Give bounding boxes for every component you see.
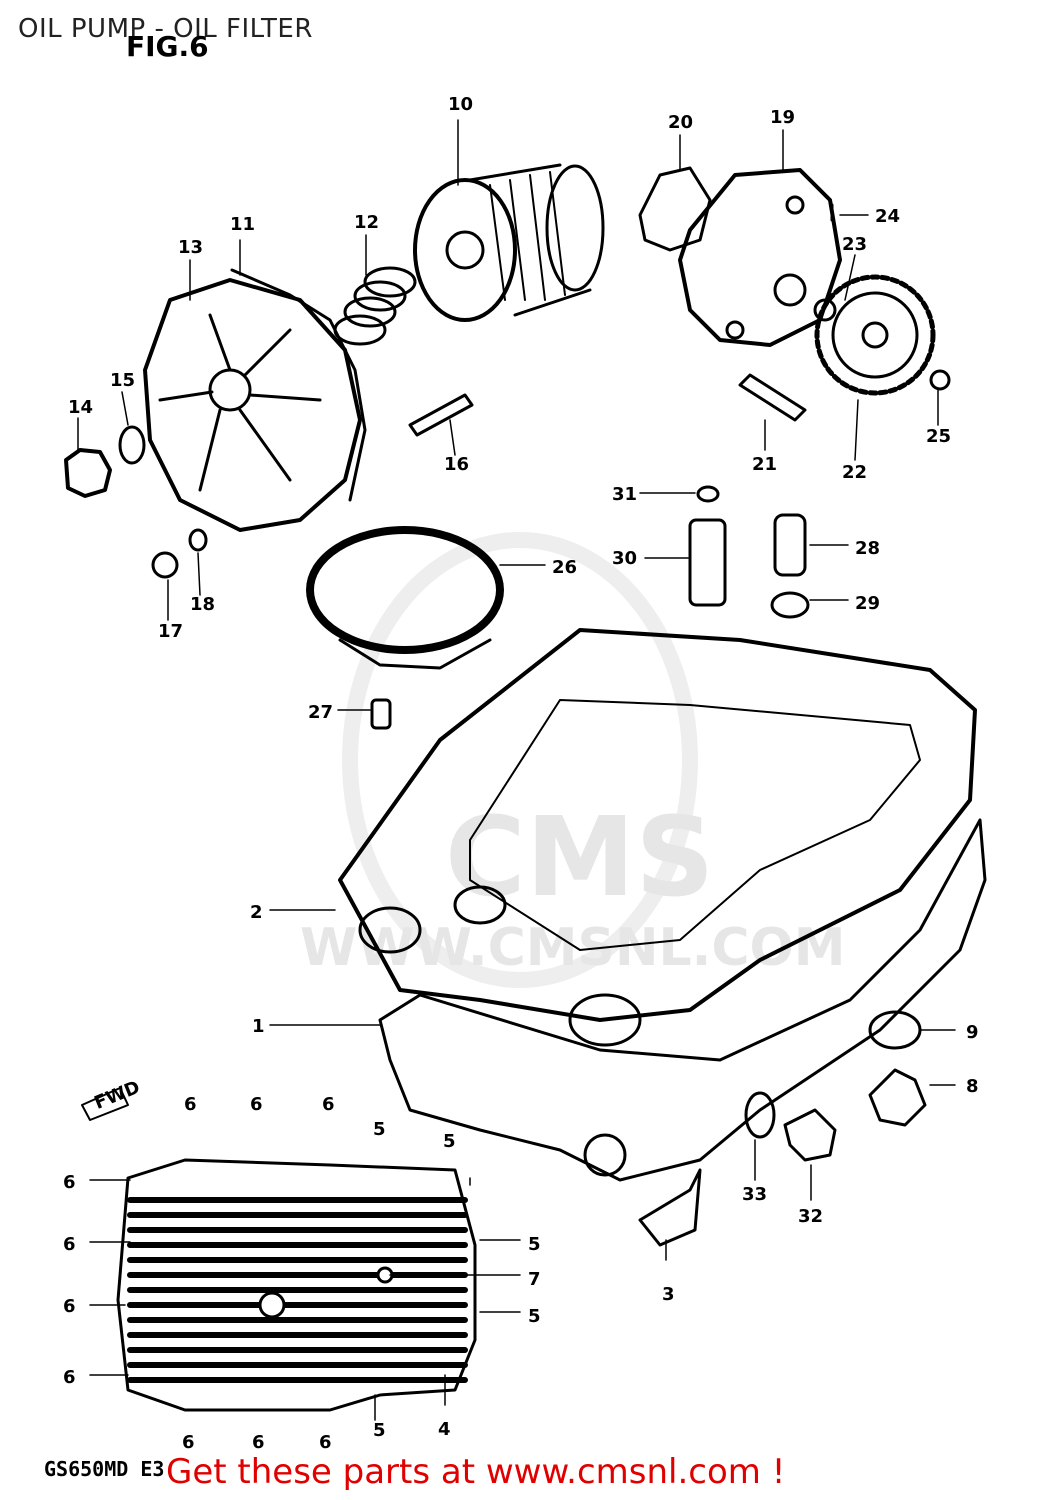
callout-6c: 6 (322, 1094, 335, 1115)
page-title: OIL PUMP - OIL FILTER (18, 14, 313, 44)
callout-1: 1 (252, 1016, 265, 1037)
callout-5e: 5 (373, 1420, 386, 1441)
o-ring-23 (813, 298, 837, 322)
callout-12: 12 (354, 212, 379, 233)
callout-7: 7 (528, 1269, 541, 1290)
callout-20: 20 (668, 112, 693, 133)
fwd-arrow-icon (81, 1087, 129, 1121)
callout-6f: 6 (63, 1296, 76, 1317)
callout-9: 9 (966, 1022, 979, 1043)
callout-6h: 6 (182, 1432, 195, 1453)
model-code: GS650MD E3 (44, 1457, 165, 1481)
plug-17 (151, 551, 179, 579)
callout-17: 17 (158, 621, 183, 642)
bolt-16 (408, 393, 474, 437)
callout-23: 23 (842, 234, 867, 255)
plug-32 (783, 1108, 837, 1162)
sleeve-30 (688, 518, 727, 607)
callout-5d: 5 (528, 1306, 541, 1327)
pump-drive-gear (814, 274, 936, 396)
callout-31: 31 (612, 484, 637, 505)
callout-32: 32 (798, 1206, 823, 1227)
figure-label: FIG.6 (126, 30, 209, 63)
callout-33: 33 (742, 1184, 767, 1205)
bolt-21 (738, 373, 807, 422)
callout-15: 15 (110, 370, 135, 391)
callout-27: 27 (308, 702, 333, 723)
callout-11: 11 (230, 214, 255, 235)
callout-2: 2 (250, 902, 263, 923)
callout-26: 26 (552, 557, 577, 578)
bracket-3 (638, 1168, 702, 1247)
callout-22: 22 (842, 462, 867, 483)
oil-pan (378, 818, 987, 1182)
drain-plug-8 (868, 1068, 927, 1127)
callout-4: 4 (438, 1419, 451, 1440)
callout-6d: 6 (63, 1172, 76, 1193)
callout-28: 28 (855, 538, 880, 559)
callout-18: 18 (190, 594, 215, 615)
callout-labels: 1 2 3 4 5 5 5 5 5 5 6 6 6 6 6 6 6 6 6 6 … (63, 94, 979, 1453)
callout-6e: 6 (63, 1234, 76, 1255)
leader-lines (77, 119, 956, 1421)
filter-spring (333, 266, 417, 346)
callout-25: 25 (926, 426, 951, 447)
callout-13: 13 (178, 237, 203, 258)
oil-pump-body (678, 168, 842, 347)
callout-6i: 6 (252, 1432, 265, 1453)
callout-6g: 6 (63, 1367, 76, 1388)
oil-strainer (306, 526, 504, 670)
callout-8: 8 (966, 1076, 979, 1097)
o-ring-29 (770, 591, 810, 619)
oil-pan-gasket (338, 628, 977, 1022)
callout-6a: 6 (184, 1094, 197, 1115)
pump-gasket (638, 166, 712, 252)
fitting-28 (773, 513, 807, 577)
sump-plate (116, 1158, 477, 1412)
callout-5b: 5 (443, 1131, 456, 1152)
callout-3: 3 (662, 1284, 675, 1305)
callout-10: 10 (448, 94, 473, 115)
callout-24: 24 (875, 206, 900, 227)
watermark-brand: CMS (445, 793, 714, 921)
shop-link[interactable]: Get these parts at www.cmsnl.com ! (166, 1452, 786, 1492)
washer-33 (744, 1091, 776, 1139)
callout-29: 29 (855, 593, 880, 614)
callout-6j: 6 (319, 1432, 332, 1453)
callout-14: 14 (68, 397, 93, 418)
washer-18 (188, 528, 208, 552)
oil-filter-element (413, 163, 605, 322)
o-ring-15 (118, 425, 146, 465)
callout-5c: 5 (528, 1234, 541, 1255)
watermark: CMS WWW.CMSNL.COM (300, 532, 845, 988)
oil-filter-cover (143, 268, 367, 532)
cap-31 (696, 485, 720, 503)
oil-filler-cap (64, 448, 112, 498)
bolt-27 (370, 698, 392, 730)
circlip-25 (929, 369, 951, 391)
callout-6b: 6 (250, 1094, 263, 1115)
callout-21: 21 (752, 454, 777, 475)
callout-30: 30 (612, 548, 637, 569)
callout-19: 19 (770, 107, 795, 128)
callout-5a: 5 (373, 1119, 386, 1140)
watermark-url: WWW.CMSNL.COM (300, 918, 845, 978)
callout-16: 16 (444, 454, 469, 475)
